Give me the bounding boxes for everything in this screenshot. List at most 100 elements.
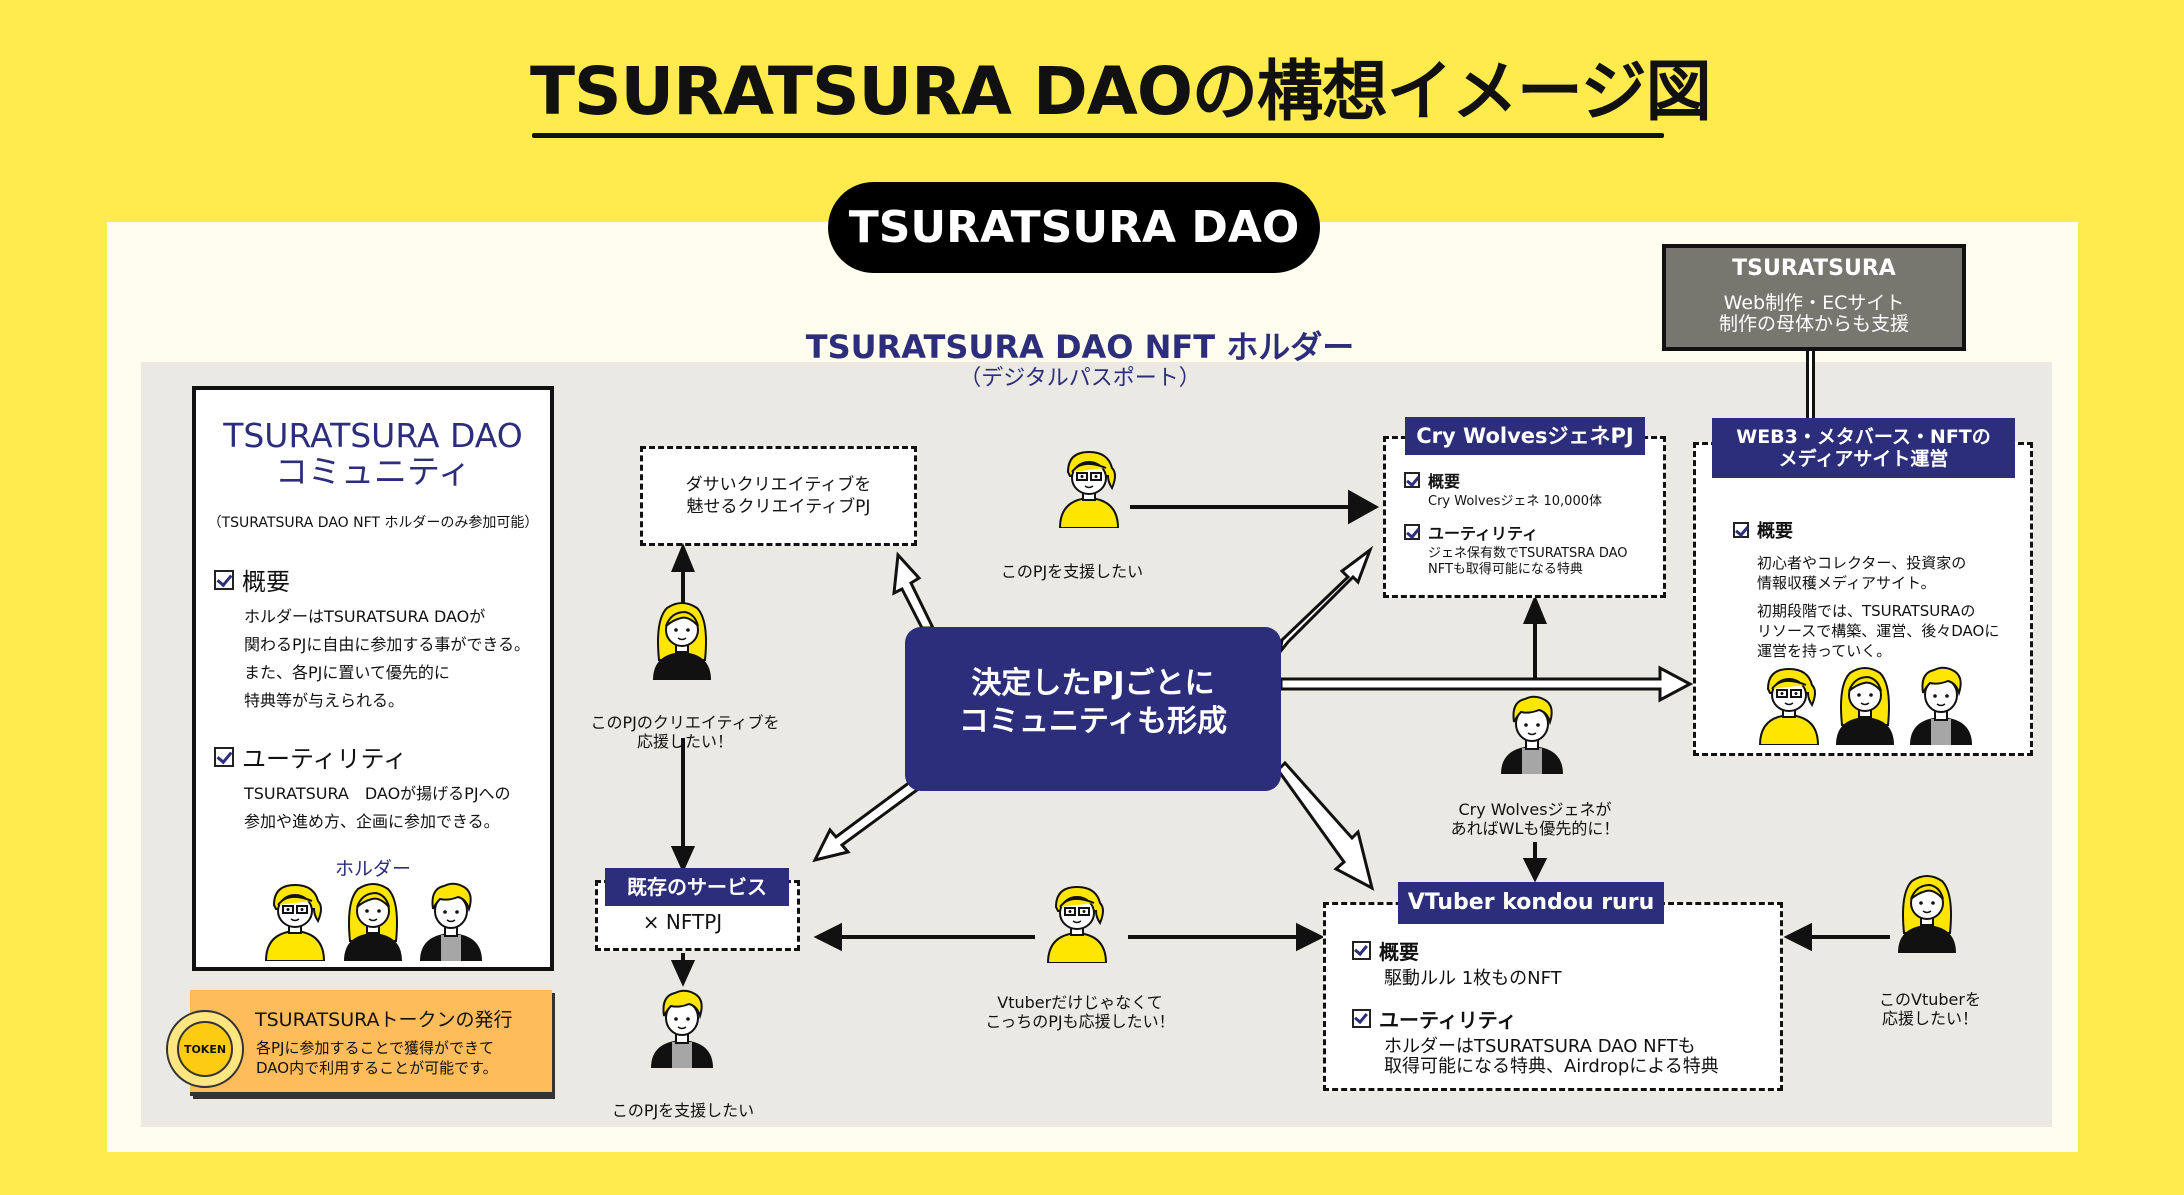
caption-line: あればWLも優先的に！ [1450, 819, 1620, 838]
person-man-icon [1495, 694, 1569, 774]
utility-line: TSURATSURA DAOが揚げるPJへの [244, 784, 511, 803]
checkbox-icon [1352, 941, 1371, 960]
dao-pill-label: TSURATSURA DAO [828, 182, 1320, 273]
token-coin-label: TOKEN [177, 1021, 233, 1077]
utility-heading: ユーティリティ [1379, 1008, 1517, 1032]
token-desc-line2: DAO内で利用することが可能です。 [256, 1059, 498, 1077]
center-community-box: 決定したPJごとに コミュニティも形成 [905, 627, 1281, 791]
person-glasses-icon [258, 881, 332, 961]
caption-support-pj: このPJを支援したい [1000, 562, 1144, 581]
community-overview-section: 概要 ホルダーはTSURATSURA DAOが 関わるPJに自由に参加する事がで… [214, 562, 550, 715]
caption-line: こっちのPJも応援したい！ [985, 1012, 1175, 1031]
person-glasses-icon [1040, 883, 1114, 963]
web3-text-line: 初心者やコレクター、投資家の [1757, 554, 1967, 572]
holder-title: TSURATSURA DAO NFT ホルダー [805, 328, 1355, 366]
caption-line: Cry Wolvesジェネが [1458, 800, 1612, 819]
web3-text-line: 運営を持っていく。 [1757, 642, 1892, 660]
crywolves-pj-tag: Cry WolvesジェネPJ [1405, 417, 1645, 455]
web3-text-line: 初期段階では、TSURATSURAの [1757, 602, 1976, 620]
person-man-icon [414, 881, 488, 961]
utility-line: ジェネ保有数でTSURATSRA DAO [1428, 546, 1628, 561]
title-underline [532, 133, 1664, 138]
center-line2: コミュニティも形成 [958, 704, 1228, 739]
checkbox-icon [1352, 1009, 1371, 1028]
vtuber-pj-tag: VTuber kondou ruru PJ [1398, 882, 1664, 957]
web3-tag-line1: WEB3・メタバース・NFTの [1736, 426, 1991, 448]
community-utility-section: ユーティリティ TSURATSURA DAOが揚げるPJへの 参加や進め方、企画… [214, 739, 550, 836]
token-title: TSURATSURAトークンの発行 [255, 1009, 513, 1031]
web3-text-line: 情報収穫メディアサイト。 [1757, 574, 1936, 592]
creative-pj-line2: 魅せるクリエイティブPJ [686, 497, 871, 517]
person-man-icon [1904, 665, 1978, 745]
crywolves-utility: ユーティリティ ジェネ保有数でTSURATSRA DAO NFTも取得可能になる… [1404, 520, 1628, 578]
overview-line: また、各PJに置いて優先的に [244, 663, 450, 682]
community-card: TSURATSURA DAO コミュニティ （TSURATSURA DAO NF… [192, 386, 554, 971]
utility-line: NFTも取得可能になる特典 [1428, 562, 1583, 577]
caption-line: 応援したい！ [636, 732, 733, 751]
checkbox-icon [214, 569, 234, 590]
caption-line: このVtuberを [1879, 990, 1981, 1009]
web3-people [1752, 665, 1978, 745]
holder-label: ホルダー [334, 858, 411, 880]
utility-line: 取得可能になる特典、Airdropによる特典 [1384, 1056, 1719, 1077]
utility-line: ホルダーはTSURATSURA DAO NFTも [1384, 1036, 1696, 1057]
mother-company-box: TSURATSURA Web制作・ECサイト 制作の母体からも支援 [1662, 244, 1966, 351]
checkbox-icon [214, 746, 234, 767]
creative-pj-box: ダサいクリエイティブを 魅せるクリエイティブPJ [640, 446, 917, 546]
mother-desc-line1: Web制作・ECサイト [1723, 292, 1905, 314]
token-box [190, 990, 552, 1096]
caption-support-pj-bottom: このPJを支援したい [611, 1101, 755, 1120]
holder-people [196, 881, 550, 961]
caption-vtuber-fan: このVtuberを 応援したい！ [1850, 990, 2010, 1028]
utility-heading: ユーティリティ [1428, 524, 1539, 543]
community-title-line1: TSURATSURA DAO [223, 416, 523, 455]
vtuber-utility: ユーティリティ ホルダーはTSURATSURA DAO NFTも 取得可能になる… [1352, 1004, 1719, 1077]
web3-tag-line2: メディアサイト運営 [1778, 448, 1949, 470]
page-title: TSURATSURA DAOの構想イメージ図 [530, 53, 1712, 130]
mother-name: TSURATSURA [1732, 256, 1896, 281]
person-man-icon [645, 988, 719, 1068]
overview-text: Cry Wolvesジェネ 10,000体 [1428, 494, 1602, 509]
token-coin-icon: TOKEN [166, 1010, 244, 1088]
person-longhair-icon [1828, 665, 1902, 745]
person-longhair-icon [336, 881, 410, 961]
overview-heading: 概要 [1379, 940, 1419, 964]
web3-overview: 概要 初心者やコレクター、投資家の 情報収穫メディアサイト。 初期段階では、TS… [1733, 517, 1999, 661]
checkbox-icon [1404, 524, 1420, 540]
community-title-line2: コミュニティ [274, 452, 472, 491]
caption-line: Vtuberだけじゃなくて [997, 993, 1163, 1012]
person-glasses-icon [1052, 448, 1126, 528]
mother-desc-line2: 制作の母体からも支援 [1718, 313, 1909, 335]
caption-crywolves-fan: Cry Wolvesジェネが あればWLも優先的に！ [1430, 800, 1640, 838]
crywolves-overview: 概要 Cry Wolvesジェネ 10,000体 [1404, 468, 1602, 510]
person-glasses-icon [1752, 665, 1826, 745]
vtuber-overview: 概要 駆動ルル 1枚ものNFT [1352, 936, 1562, 989]
overview-heading: 概要 [1757, 521, 1793, 542]
overview-heading: 概要 [242, 568, 290, 596]
creative-pj-line1: ダサいクリエイティブを [685, 475, 872, 495]
overview-heading: 概要 [1428, 472, 1461, 491]
token-desc: 各PJに参加することで獲得ができて DAO内で利用することが可能です。 [256, 1038, 498, 1078]
token-desc-line1: 各PJに参加することで獲得ができて [256, 1039, 495, 1057]
overview-line: 特典等が与えられる。 [244, 691, 405, 710]
existing-service-tag: 既存のサービス [605, 868, 789, 906]
overview-line: 関わるPJに自由に参加する事ができる。 [244, 635, 531, 654]
caption-creative-fan: このPJのクリエイティブを 応援したい！ [560, 713, 810, 751]
person-longhair-icon [1890, 873, 1964, 953]
mother-connector [1806, 351, 1815, 419]
utility-heading: ユーティリティ [242, 745, 408, 773]
checkbox-icon [1733, 522, 1749, 538]
caption-vtuber-also: Vtuberだけじゃなくて こっちのPJも応援したい！ [960, 993, 1200, 1031]
caption-line: このPJのクリエイティブを [590, 713, 780, 732]
utility-line: 参加や進め方、企画に参加できる。 [244, 812, 500, 831]
web3-text-line: リソースで構築、運営、後々DAOに [1757, 622, 2000, 640]
center-line1: 決定したPJごとに [971, 666, 1215, 701]
existing-service-sub: × NFTPJ [642, 910, 723, 934]
person-longhair-icon [645, 600, 719, 680]
caption-line: 応援したい！ [1881, 1009, 1978, 1028]
overview-line: ホルダーはTSURATSURA DAOが [244, 607, 486, 626]
checkbox-icon [1404, 472, 1420, 488]
holder-subtitle: （デジタルパスポート） [959, 366, 1201, 391]
web3-media-tag: WEB3・メタバース・NFTの メディアサイト運営 [1712, 418, 2015, 478]
vtuber-pj-box [1323, 902, 1783, 1091]
